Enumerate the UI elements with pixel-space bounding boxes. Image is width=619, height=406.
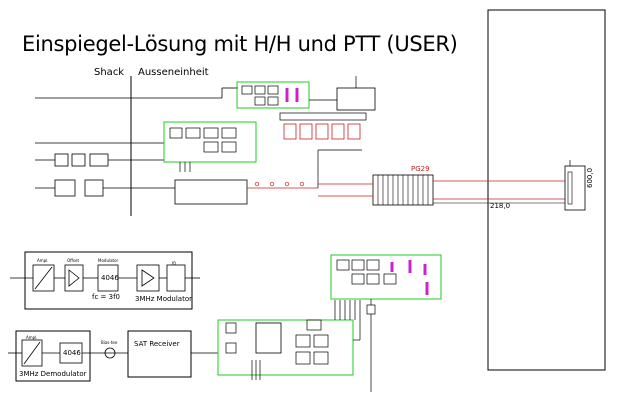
sequencer-green-box bbox=[163, 121, 257, 163]
mast-box bbox=[564, 165, 586, 211]
page-title: Einspiegel-Lösung mit H/H und PTT (USER) bbox=[22, 32, 458, 56]
modulator-group bbox=[24, 251, 193, 310]
tx-input-chain bbox=[35, 179, 175, 197]
outdoor-green-box-bottom bbox=[330, 254, 442, 300]
bias-tee-label: Bias-tee bbox=[101, 340, 118, 345]
transverter-box bbox=[174, 179, 248, 205]
cable-length-label: 218,0 bbox=[490, 202, 511, 210]
sat-receiver-box bbox=[127, 330, 192, 378]
rx-input-chain bbox=[35, 153, 164, 167]
demod-caption: 3MHz Demodulator bbox=[19, 370, 87, 378]
cable-type-label: PG29 bbox=[411, 165, 430, 173]
region-label-outdoor: Ausseneinheit bbox=[138, 67, 209, 78]
mod-offset-label: Offset bbox=[67, 258, 80, 263]
demod-vco-label: 4046 bbox=[63, 349, 81, 357]
indoor-green-box bbox=[217, 319, 354, 376]
outdoor-enclosure bbox=[487, 9, 606, 371]
bias-tee-symbol bbox=[104, 347, 116, 359]
mast-dimension-label: 600,0 bbox=[586, 167, 594, 188]
demod-ampl-label: Ampl. bbox=[26, 335, 38, 340]
demodulator-group bbox=[15, 330, 91, 382]
relay-box bbox=[336, 87, 376, 111]
mod-modulator-label: Modulator bbox=[98, 258, 119, 263]
outdoor-green-box-top bbox=[236, 81, 310, 109]
region-label-shack: Shack bbox=[94, 67, 125, 78]
mod-f0-label: f0 bbox=[172, 261, 176, 266]
mod-caption: 3MHz Modulator bbox=[135, 295, 192, 303]
switch-rail bbox=[279, 112, 367, 121]
mod-vco-label: 4046 bbox=[101, 274, 119, 282]
sat-receiver-label: SAT Receiver bbox=[134, 340, 180, 348]
mod-formula-label: fc = 3f0 bbox=[92, 293, 120, 301]
cable-connector bbox=[372, 174, 434, 206]
mod-ampl-label: Ampl. bbox=[37, 258, 49, 263]
